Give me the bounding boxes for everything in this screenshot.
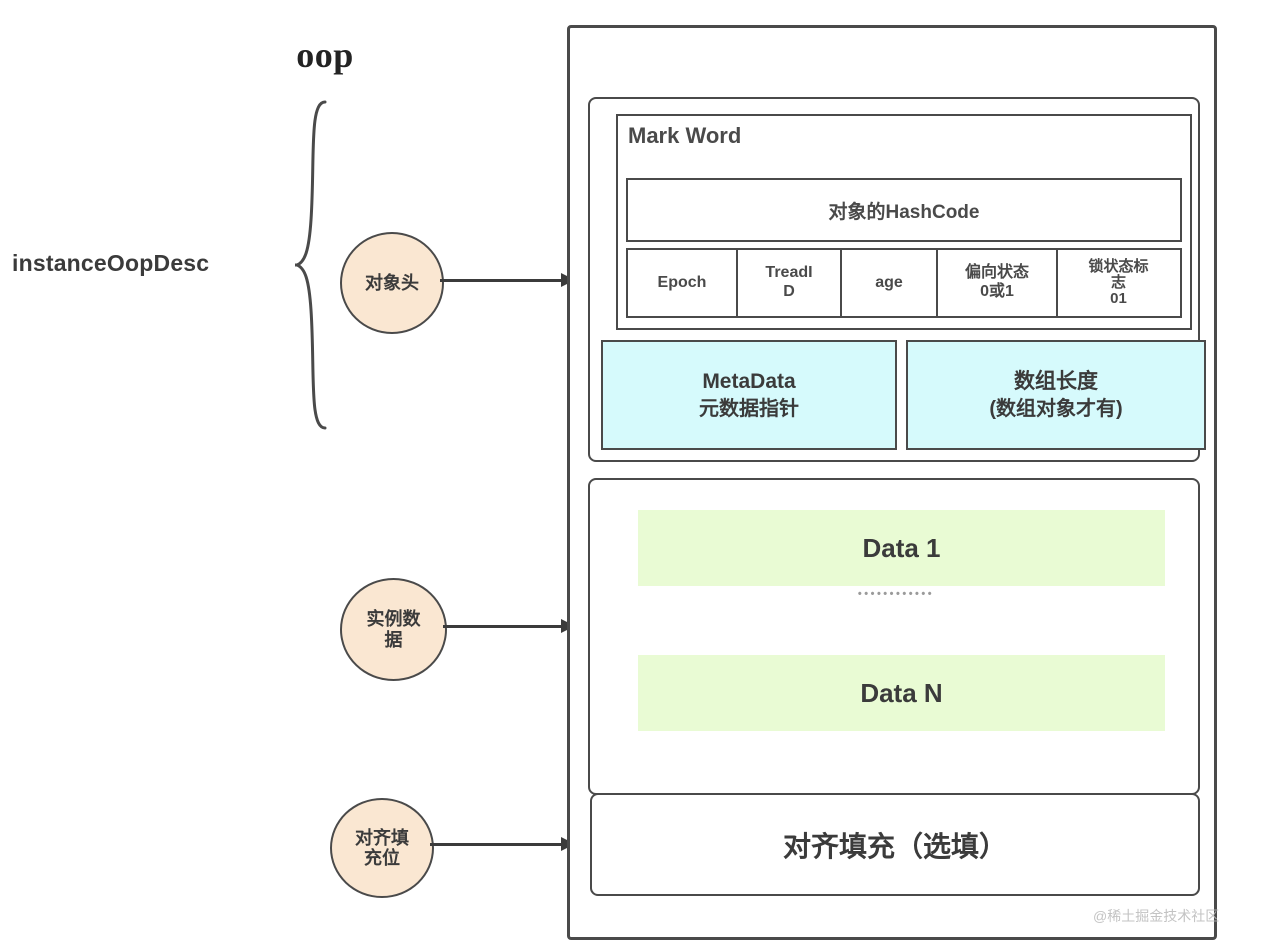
metadata-pointer-sub: 元数据指针 <box>699 397 799 420</box>
flag-cell-threadid-line1: TreadI <box>765 264 813 282</box>
array-length-title: 数组长度 <box>1014 370 1098 394</box>
flag-cell-biased-state-line1: 偏向状态 <box>964 264 1029 282</box>
circle-align-padding-label-line1: 对齐填 <box>355 827 409 848</box>
oop-title: oop <box>296 35 354 75</box>
curly-brace <box>281 100 331 430</box>
flag-cell-age-line1: age <box>875 273 903 291</box>
mark-word-box: Mark Word 对象的HashCode Epoch TreadI D age <box>616 114 1192 330</box>
watermark-text: @稀土掘金技术社区 <box>1093 908 1220 924</box>
data-bar-last: Data N <box>638 655 1165 731</box>
flag-cell-epoch: Epoch <box>628 250 738 316</box>
mark-word-flags-row: Epoch TreadI D age 偏向状态 0或1 <box>626 248 1182 318</box>
flag-cell-epoch-line1: Epoch <box>657 273 707 291</box>
arrow-to-align-padding <box>430 837 575 851</box>
data-ellipsis: •••••••••••• <box>857 588 935 600</box>
array-length-cell: 数组长度 (数组对象才有) <box>906 340 1206 450</box>
circle-align-padding-label-line2: 充位 <box>364 848 400 868</box>
metadata-pointer-title: MetaData <box>702 370 796 394</box>
circle-instance-data-label-line1: 实例数 <box>366 609 421 630</box>
array-length-sub: (数组对象才有) <box>989 397 1123 420</box>
flag-cell-biased-state: 偏向状态 0或1 <box>938 250 1058 316</box>
instance-oop-desc-label: instanceOopDesc <box>12 250 210 276</box>
flag-cell-threadid-line2: D <box>783 283 795 300</box>
flag-cell-lock-state-line3: 01 <box>1110 290 1127 308</box>
metadata-pointer-cell: MetaData 元数据指针 <box>601 340 897 450</box>
circle-object-header[interactable]: 对象头 <box>340 232 444 334</box>
flag-cell-lock-state-line1: 锁状态标 <box>1088 257 1149 275</box>
flag-cell-biased-state-line2: 0或1 <box>980 283 1014 300</box>
flag-cell-age: age <box>842 250 938 316</box>
circle-align-padding[interactable]: 对齐填 充位 <box>330 798 434 898</box>
mark-word-label: Mark Word <box>628 123 742 148</box>
circle-instance-data[interactable]: 实例数 据 <box>340 578 447 681</box>
flag-cell-lock-state-line2: 志 <box>1110 273 1126 291</box>
circle-object-header-label: 对象头 <box>365 272 419 293</box>
data-bar-first: Data 1 <box>638 510 1165 586</box>
metadata-row: MetaData 元数据指针 数组长度 (数组对象才有) <box>601 340 1206 450</box>
arrow-to-instance-data <box>443 619 575 633</box>
flag-cell-lock-state: 锁状态标 志 01 <box>1058 250 1179 316</box>
flag-cell-threadid: TreadI D <box>738 250 842 316</box>
instance-data-block: Data 1 •••••••••••• Data N <box>588 478 1200 795</box>
hashcode-row: 对象的HashCode <box>626 178 1182 242</box>
arrow-to-object-header <box>440 273 575 287</box>
align-padding-block: 对齐填充（选填） <box>590 793 1200 896</box>
circle-instance-data-label-line2: 据 <box>384 629 403 650</box>
